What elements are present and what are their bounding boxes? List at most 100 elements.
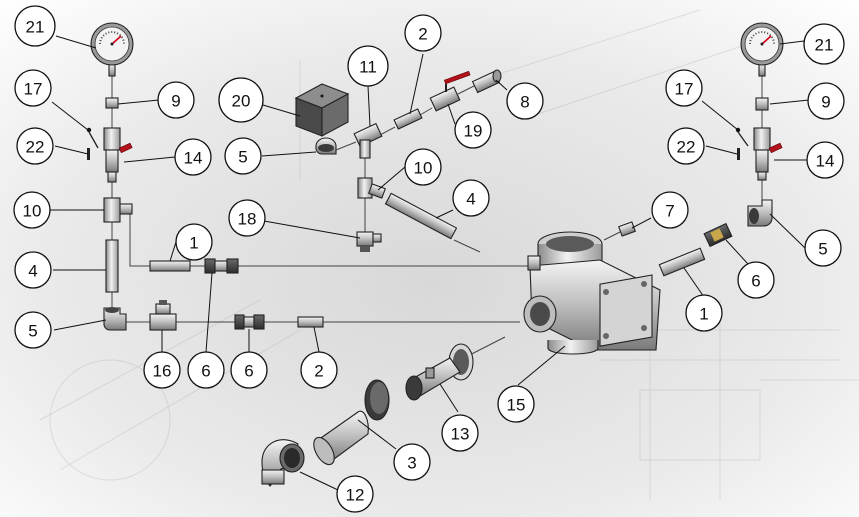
callout-ball-valve-left: 14: [174, 138, 212, 176]
callout-circle: [218, 77, 264, 123]
leader-lines: [50, 35, 810, 491]
callout-tee-top: 11: [347, 45, 389, 87]
callout-number: 11: [359, 58, 377, 77]
callout-number: 5: [238, 148, 247, 167]
pipe-mid: [384, 192, 458, 240]
callout-number: 2: [314, 362, 323, 381]
callout-number: 15: [507, 396, 526, 415]
callout-number: 20: [232, 92, 251, 111]
callout-number: 6: [201, 362, 210, 381]
callout-circle: [506, 82, 544, 120]
nipple-upper: [149, 260, 191, 272]
callout-number: 13: [451, 425, 470, 444]
check-disc: [364, 379, 390, 421]
tee-top: [353, 122, 383, 159]
ball-valve-right: [753, 127, 783, 181]
callout-pipe-mid: 4: [452, 179, 490, 217]
callout-number: 18: [238, 210, 257, 229]
callout-circle: [803, 23, 845, 65]
callout-pipe-left: 4: [14, 251, 52, 289]
valve-mid: [356, 231, 382, 252]
callout-number: 22: [677, 138, 696, 157]
callout-number: 10: [23, 202, 42, 221]
pressure-gauge-right: [740, 22, 784, 77]
callout-number: 5: [818, 240, 827, 259]
callout-number: 10: [414, 159, 433, 178]
callout-circle: [651, 191, 689, 229]
needle-valve-left: [86, 127, 99, 149]
callout-number: 1: [189, 234, 198, 253]
callout-circle: [804, 229, 842, 267]
callout-check-assembly: 13: [441, 414, 479, 452]
callout-needle-valve-left: 17: [14, 69, 52, 107]
callout-adapter-right: 9: [807, 82, 845, 120]
callout-nipple-upper: 1: [175, 223, 213, 261]
callout-number: 14: [816, 152, 835, 171]
callout-union-lower-b: 6: [230, 351, 268, 389]
callout-gauge-right: 21: [803, 23, 845, 65]
callout-nipple-lower: 2: [300, 351, 338, 389]
elbow-switch: [315, 137, 357, 155]
callout-tee-mid: 10: [404, 148, 442, 186]
pipe-left: [105, 239, 119, 293]
fitting-top: [471, 69, 502, 94]
callout-needle-valve-right: 17: [665, 69, 703, 107]
adapter-right: [755, 97, 769, 111]
callout-number: 21: [26, 18, 45, 37]
callout-nipple-top: 2: [404, 14, 442, 52]
callout-number: 6: [244, 362, 253, 381]
nipple-right: [658, 247, 706, 277]
union-lower: [234, 314, 265, 330]
callout-pin-left: 22: [16, 127, 54, 165]
callout-number: 17: [675, 80, 694, 99]
nipple-lower: [297, 316, 324, 328]
callout-circle: [157, 81, 195, 119]
callout-elbow-switch: 5: [224, 137, 262, 175]
union-upper: [204, 258, 239, 274]
callout-circle: [393, 443, 431, 481]
callout-number: 6: [751, 272, 760, 291]
callout-circle: [685, 294, 723, 332]
adapter-left: [105, 97, 119, 109]
elbow-large: [261, 439, 305, 487]
callout-screen-cylinder: 3: [393, 443, 431, 481]
callout-circle: [14, 251, 52, 289]
callout-circle: [224, 137, 262, 175]
background-blueprint: [39, 9, 859, 500]
callout-number: 1: [699, 305, 708, 324]
pipe-lines: [111, 76, 763, 366]
union-right: [703, 222, 733, 248]
callout-number: 16: [153, 362, 172, 381]
pin-left: [87, 148, 90, 160]
callout-circle: [14, 69, 52, 107]
callout-pressure-switch: 20: [218, 77, 264, 123]
callout-number: 21: [815, 36, 834, 55]
callout-elbow-right: 5: [804, 229, 842, 267]
callout-circle: [143, 351, 181, 389]
callout-ball-valve-top: 19: [454, 111, 492, 149]
callout-number: 9: [821, 93, 830, 112]
callout-circle: [497, 385, 535, 423]
callout-circle: [807, 82, 845, 120]
callout-circle: [667, 127, 705, 165]
callout-elbow-lower-left: 5: [14, 311, 52, 349]
callout-number: 22: [26, 138, 45, 157]
main-valve-body: [523, 231, 661, 355]
callout-number: 12: [346, 486, 365, 505]
callout-circle: [737, 261, 775, 299]
ball-valve-left: [103, 127, 133, 183]
callout-gauge-left: 21: [14, 5, 56, 47]
callout-number: 17: [24, 80, 43, 99]
callout-adapter-left: 9: [157, 81, 195, 119]
callout-circle: [300, 351, 338, 389]
callout-circle: [230, 351, 268, 389]
callout-circle: [187, 351, 225, 389]
callout-circle: [454, 111, 492, 149]
callout-circle: [228, 199, 266, 237]
callout-union-lower-a: 6: [187, 351, 225, 389]
callout-elbow-large: 12: [336, 475, 374, 513]
callout-valve-mid: 18: [228, 199, 266, 237]
